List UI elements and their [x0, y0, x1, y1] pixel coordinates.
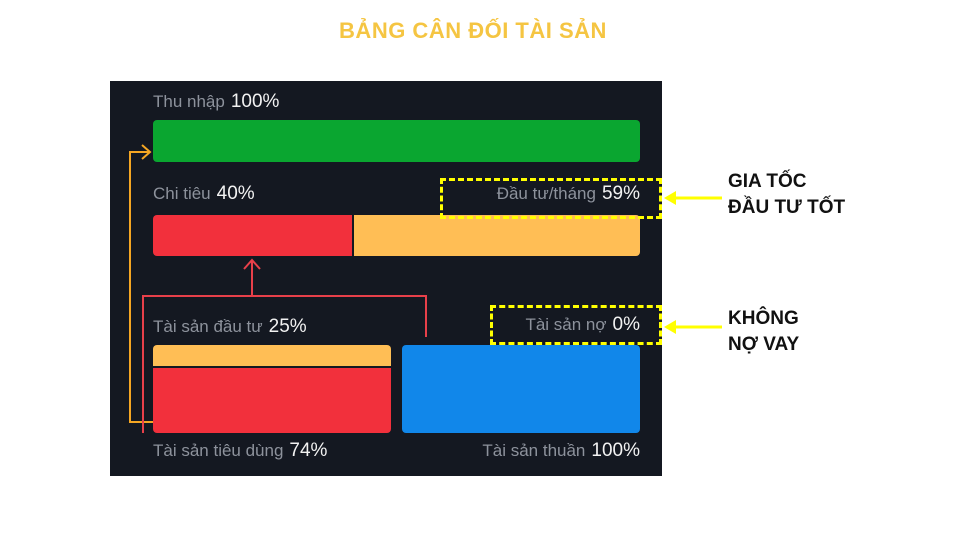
investment-note-line-2: ĐẦU TƯ TỐT	[728, 197, 846, 218]
invest-monthly-label-text: Đầu tư/tháng	[496, 184, 596, 203]
investment-note-arrowhead	[664, 191, 676, 205]
balance-sheet-panel: Thu nhập 100% Chi tiêu 40% Đầu tư/tháng 59%…	[110, 81, 662, 476]
net-assets-label-text: Tài sản thuần	[482, 441, 586, 460]
flow-orange-arrowhead	[141, 144, 152, 160]
income-label-text: Thu nhập	[153, 92, 225, 111]
consumer-assets-label-text: Tài sản tiêu dùng	[153, 441, 284, 460]
invest-monthly-highlight	[440, 178, 662, 219]
expense-value: 40%	[216, 183, 255, 204]
net-assets-bar	[402, 345, 640, 433]
income-value: 100%	[230, 91, 280, 112]
expense-label: Chi tiêu 40%	[153, 183, 255, 205]
income-bar	[153, 120, 640, 162]
invest-monthly-bar	[354, 215, 640, 256]
invest-assets-value: 25%	[268, 316, 307, 337]
page-title: BẢNG CÂN ĐỐI TÀI SẢN	[339, 18, 607, 43]
net-assets-value: 100%	[591, 440, 640, 461]
bar-divider	[352, 215, 354, 256]
invest-monthly-label: Đầu tư/tháng 59%	[497, 183, 640, 205]
flow-red-arrowhead	[243, 258, 261, 270]
expense-bar	[153, 215, 352, 256]
invest-assets-label: Tài sản đầu tư 25%	[153, 316, 307, 338]
investment-note-line-1: GIA TỐC	[728, 171, 807, 192]
liabilities-label-text: Tài sản nợ	[525, 315, 607, 334]
debt-note-line-1: KHÔNG	[728, 308, 799, 329]
net-assets-label: Tài sản thuần 100%	[482, 440, 640, 462]
debt-note: KHÔNG NỢ VAY	[728, 306, 799, 358]
liabilities-highlight	[490, 305, 662, 345]
liabilities-label: Tài sản nợ 0%	[525, 314, 640, 336]
flow-red-outline	[142, 295, 427, 433]
debt-note-arrowhead	[664, 320, 676, 334]
consumer-assets-bar	[153, 368, 391, 433]
expense-label-text: Chi tiêu	[153, 184, 211, 203]
investment-note: GIA TỐC ĐẦU TƯ TỐT	[728, 169, 845, 221]
debt-note-line-2: NỢ VAY	[728, 334, 800, 355]
invest-assets-label-text: Tài sản đầu tư	[153, 317, 263, 336]
flow-arrows	[129, 144, 427, 433]
consumer-assets-label: Tài sản tiêu dùng 74%	[153, 440, 327, 462]
invest-monthly-value: 59%	[601, 183, 640, 204]
consumer-assets-value: 74%	[289, 440, 328, 461]
invest-assets-bar	[153, 345, 391, 366]
liabilities-value: 0%	[612, 314, 640, 335]
asset-divider	[153, 366, 391, 368]
income-label: Thu nhập 100%	[153, 91, 279, 113]
flow-orange-line	[129, 151, 153, 423]
